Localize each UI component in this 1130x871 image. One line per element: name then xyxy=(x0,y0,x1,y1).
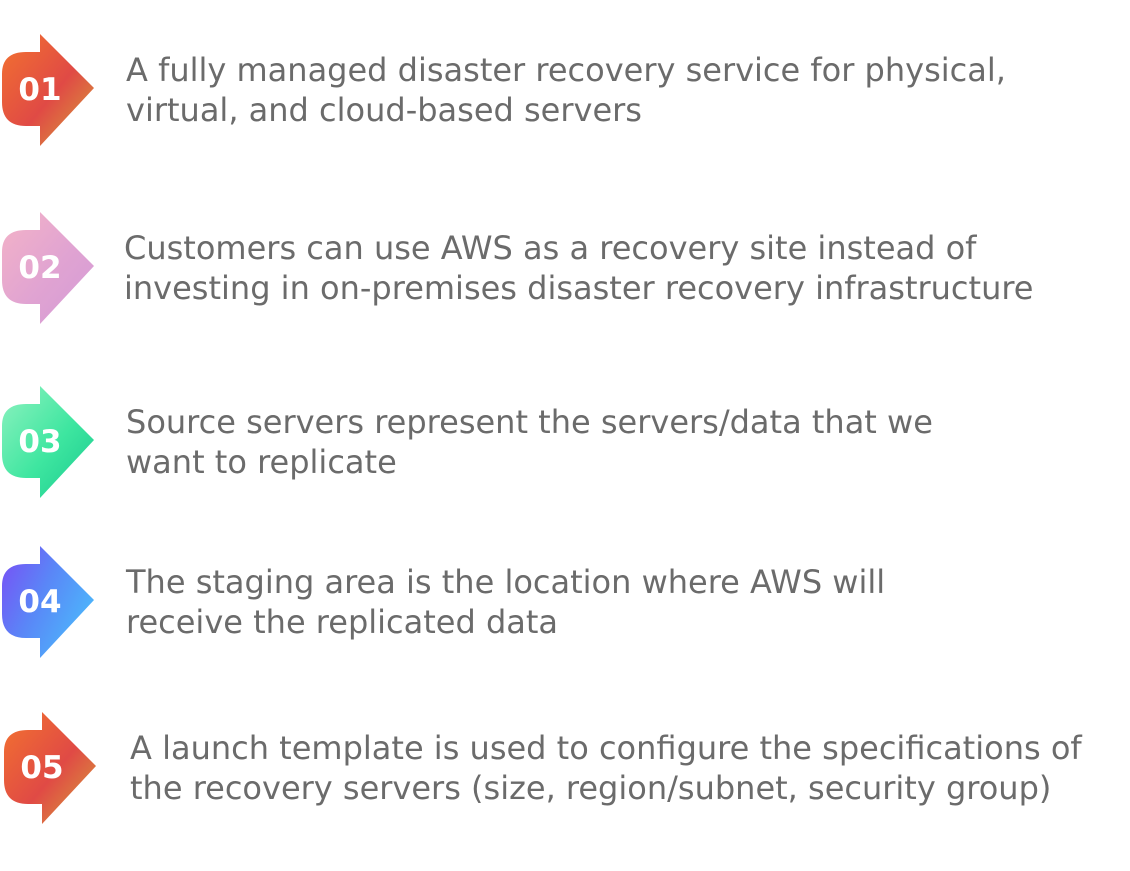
number-badge: 01 xyxy=(0,30,100,150)
item-line-1: A fully managed disaster recovery servic… xyxy=(126,51,1006,89)
item-description: Customers can use AWS as a recovery site… xyxy=(124,208,1033,328)
arrow-badge-icon xyxy=(2,34,94,146)
badge-number: 01 xyxy=(18,72,62,108)
list-item-04: 04 The staging area is the location wher… xyxy=(0,542,1130,662)
arrow-badge-icon xyxy=(2,386,94,498)
list-item-01: 01 A fully managed disaster recovery ser… xyxy=(0,30,1130,150)
number-badge: 04 xyxy=(0,542,100,662)
arrow-badge-icon xyxy=(2,212,94,324)
list-item-05: 05 A launch template is used to configur… xyxy=(0,708,1130,828)
item-line-1: Source servers represent the servers/dat… xyxy=(126,403,933,441)
number-badge: 05 xyxy=(0,708,100,828)
item-line-2: the recovery servers (size, region/subne… xyxy=(130,769,1052,807)
arrow-badge-icon xyxy=(4,712,96,824)
badge-number: 04 xyxy=(18,584,62,620)
item-line-2: investing in on-premises disaster recove… xyxy=(124,269,1034,307)
badge-number: 05 xyxy=(20,750,64,786)
list-item-02: 02 Customers can use AWS as a recovery s… xyxy=(0,208,1130,328)
item-line-1: A launch template is used to configure t… xyxy=(130,729,1082,767)
list-item-03: 03 Source servers represent the servers/… xyxy=(0,382,1130,502)
item-line-1: Customers can use AWS as a recovery site… xyxy=(124,229,977,267)
number-badge: 02 xyxy=(0,208,100,328)
number-badge: 03 xyxy=(0,382,100,502)
item-description: The staging area is the location where A… xyxy=(126,542,885,662)
item-line-1: The staging area is the location where A… xyxy=(126,563,886,601)
arrow-badge-icon xyxy=(2,546,94,658)
item-description: Source servers represent the servers/dat… xyxy=(126,382,933,502)
item-line-2: receive the replicated data xyxy=(126,603,559,641)
item-description: A fully managed disaster recovery servic… xyxy=(126,30,1006,150)
item-description: A launch template is used to configure t… xyxy=(130,708,1082,828)
badge-number: 03 xyxy=(18,424,62,460)
item-line-2: virtual, and cloud-based servers xyxy=(126,91,642,129)
badge-number: 02 xyxy=(18,250,62,286)
item-line-2: want to replicate xyxy=(126,443,397,481)
